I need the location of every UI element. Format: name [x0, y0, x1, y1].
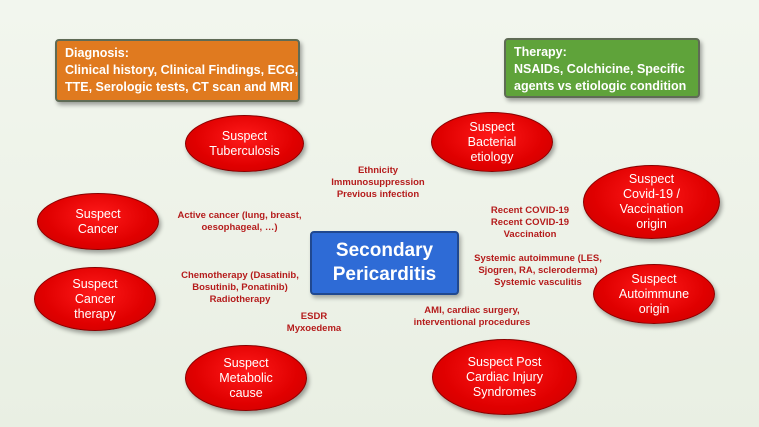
node-bacterial-etiology: Suspect Bacterial etiology: [431, 112, 553, 172]
therapy-line: NSAIDs, Colchicine, Specific: [514, 62, 685, 76]
node-text: cause: [229, 385, 263, 400]
node-text: Suspect: [221, 128, 268, 143]
label-line: Immunosuppression: [331, 177, 425, 188]
node-text: Cardiac Injury: [465, 369, 544, 384]
node-tuberculosis: Suspect Tuberculosis: [185, 115, 304, 172]
center-title-line: Pericarditis: [332, 264, 437, 285]
label-line: AMI, cardiac surgery,: [424, 305, 520, 316]
diagnosis-line: TTE, Serologic tests, CT scan and MRI: [65, 80, 293, 94]
label-ethnicity: Ethnicity Immunosuppression Previous inf…: [328, 165, 428, 201]
diagnosis-box: Diagnosis: Clinical history, Clinical Fi…: [55, 39, 300, 102]
node-post-cardiac-injury: Suspect Post Cardiac Injury Syndromes: [432, 339, 577, 415]
node-text: Cancer: [77, 221, 119, 236]
label-line: Systemic autoimmune (LES,: [474, 253, 602, 264]
label-line: Myxoedema: [286, 323, 342, 334]
therapy-box: Therapy: NSAIDs, Colchicine, Specific ag…: [504, 38, 700, 98]
label-esdr: ESDR Myxoedema: [280, 311, 348, 335]
node-text: Vaccination: [619, 202, 684, 216]
label-line: Active cancer (lung, breast,: [177, 210, 302, 221]
node-metabolic-cause: Suspect Metabolic cause: [185, 345, 307, 411]
label-line: Recent COVID-19: [490, 217, 570, 228]
node-text: Suspect: [72, 276, 118, 291]
label-line: Systemic vasculitis: [494, 277, 582, 288]
node-text: Tuberculosis: [209, 143, 280, 158]
label-line: Ethnicity: [357, 165, 399, 176]
diagnosis-line: Clinical history, Clinical Findings, ECG…: [65, 63, 299, 77]
label-line: Sjogren, RA, scleroderma): [478, 265, 598, 276]
node-text: Bacterial: [467, 134, 517, 149]
label-line: interventional procedures: [413, 317, 531, 328]
node-cancer: Suspect Cancer: [37, 193, 159, 250]
node-text: Covid-19 /: [623, 187, 680, 201]
label-line: Previous infection: [336, 189, 420, 200]
label-ami: AMI, cardiac surgery, interventional pro…: [407, 305, 537, 329]
label-line: Chemotherapy (Dasatinib,: [181, 270, 299, 281]
node-text: Suspect: [469, 119, 515, 134]
node-covid-vaccination: Suspect Covid-19 / Vaccination origin: [583, 165, 720, 239]
node-text: Metabolic: [219, 370, 273, 385]
node-autoimmune: Suspect Autoimmune origin: [593, 264, 715, 324]
diagnosis-title: Diagnosis:: [65, 46, 129, 60]
node-text: etiology: [470, 149, 514, 164]
node-text: Suspect Post: [467, 354, 542, 369]
label-chemotherapy: Chemotherapy (Dasatinib, Bosutinib, Pona…: [172, 270, 308, 306]
label-line: Bosutinib, Ponatinib): [192, 282, 288, 293]
label-line: Vaccination: [503, 229, 557, 240]
therapy-line: agents vs etiologic condition: [514, 79, 687, 93]
label-line: oesophageal, …): [201, 222, 278, 233]
label-active-cancer: Active cancer (lung, breast, oesophageal…: [172, 210, 307, 234]
node-text: Syndromes: [472, 384, 537, 399]
node-text: Suspect: [223, 355, 269, 370]
secondary-pericarditis-box: Secondary Pericarditis: [310, 231, 459, 295]
therapy-title: Therapy:: [514, 45, 567, 59]
label-line: ESDR: [300, 311, 328, 322]
node-text: Cancer: [74, 291, 116, 306]
label-systemic-autoimmune: Systemic autoimmune (LES, Sjogren, RA, s…: [473, 253, 603, 289]
label-line: Recent COVID-19: [490, 205, 570, 216]
node-text: origin: [636, 217, 667, 231]
node-text: origin: [638, 301, 670, 316]
node-cancer-therapy: Suspect Cancer therapy: [34, 267, 156, 331]
node-text: Suspect: [631, 271, 677, 286]
label-covid: Recent COVID-19 Recent COVID-19 Vaccinat…: [485, 205, 575, 241]
node-text: Suspect: [75, 206, 121, 221]
center-title-line: Secondary: [335, 240, 434, 261]
node-text: Autoimmune: [618, 286, 690, 301]
node-text: therapy: [74, 306, 116, 321]
label-line: Radiotherapy: [209, 294, 271, 305]
node-text: Suspect: [628, 172, 675, 186]
